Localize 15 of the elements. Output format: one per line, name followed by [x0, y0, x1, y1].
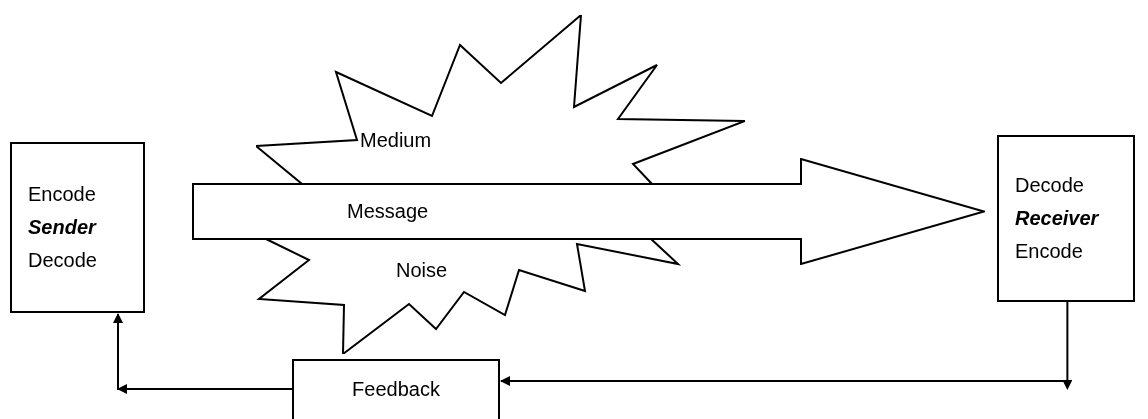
node-text: Encode — [1015, 239, 1084, 264]
node-text: Receiver — [1015, 206, 1100, 231]
entity-box — [10, 142, 145, 313]
node-text: Decode — [1015, 173, 1085, 198]
feedback-box — [292, 359, 500, 419]
entity-box — [997, 135, 1135, 302]
arrow — [113, 313, 293, 394]
node-text: Encode — [28, 182, 97, 207]
arrow — [500, 301, 1072, 390]
node-text: Message — [347, 201, 429, 221]
node-text: Sender — [28, 215, 98, 240]
node-text: Medium — [360, 130, 432, 150]
node-text: Decode — [28, 248, 98, 273]
node-text: Feedback — [352, 377, 440, 402]
node-text: Noise — [396, 260, 448, 280]
